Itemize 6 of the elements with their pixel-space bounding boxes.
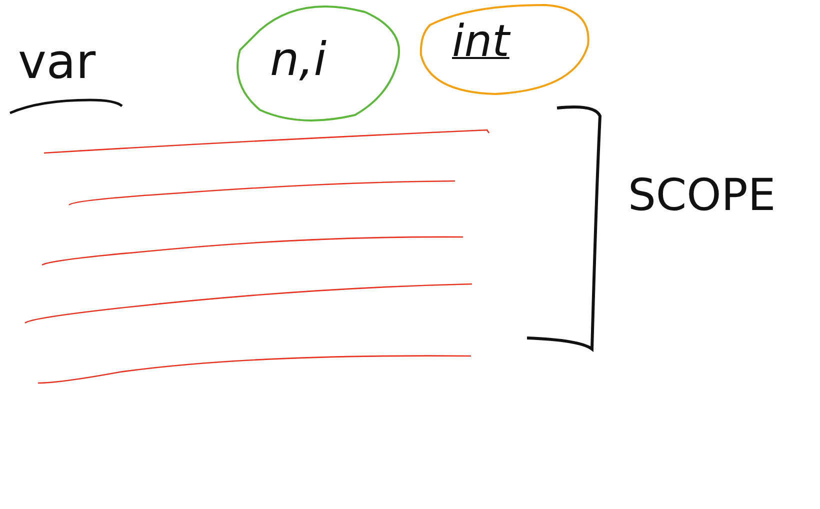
scope-text: SCOPE — [628, 170, 776, 221]
circled-term — [418, 4, 592, 96]
circled-term — [236, 8, 400, 124]
term-text: n,i — [270, 32, 327, 86]
keyword-text: var — [18, 34, 96, 90]
term-text: int — [452, 16, 510, 67]
